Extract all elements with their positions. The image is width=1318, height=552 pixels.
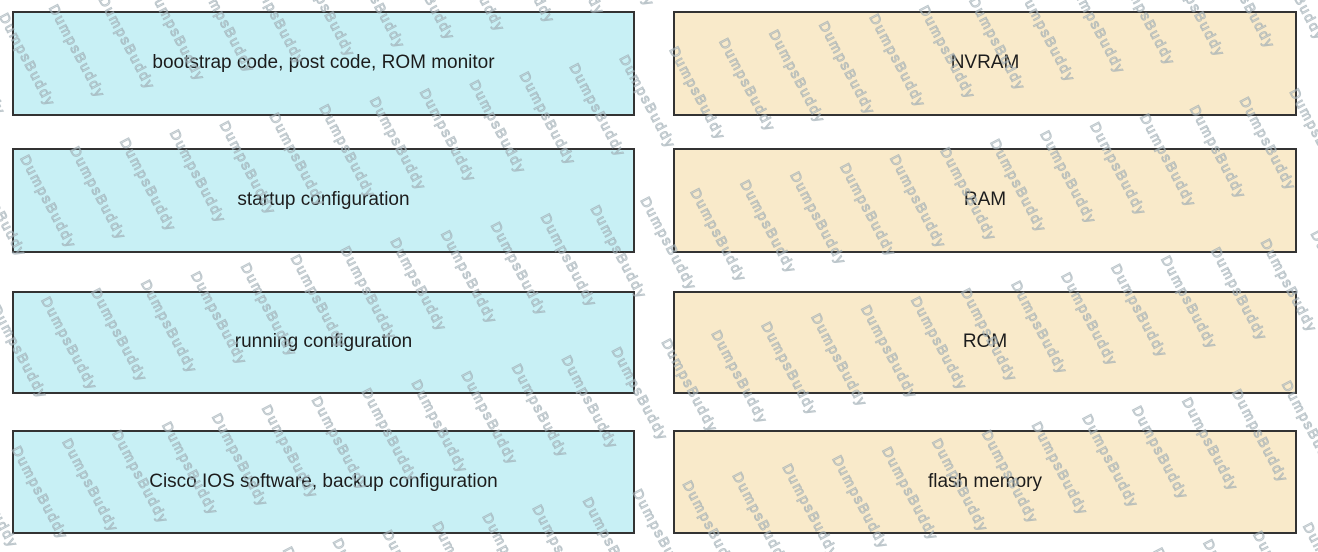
drag-item-bootstrap-rom-monitor[interactable]: bootstrap code, post code, ROM monitor [12, 11, 635, 116]
drop-target-label: flash memory [927, 470, 1043, 492]
drop-target-label: RAM [963, 189, 1007, 211]
drag-item-running-configuration[interactable]: running configuration [12, 291, 635, 394]
drop-target-flash-memory[interactable]: flash memory [673, 430, 1297, 534]
drag-item-cisco-ios-backup-configuration[interactable]: Cisco IOS software, backup configuration [12, 430, 635, 534]
drop-target-nvram[interactable]: NVRAM [673, 11, 1297, 116]
drag-item-label: startup configuration [237, 189, 410, 211]
drop-target-label: NVRAM [950, 52, 1020, 74]
drag-item-label: Cisco IOS software, backup configuration [149, 470, 498, 492]
drag-item-startup-configuration[interactable]: startup configuration [12, 148, 635, 253]
drop-target-ram[interactable]: RAM [673, 148, 1297, 253]
drag-item-label: bootstrap code, post code, ROM monitor [152, 52, 495, 74]
drop-target-label: ROM [962, 331, 1008, 353]
drop-target-rom[interactable]: ROM [673, 291, 1297, 394]
drag-item-label: running configuration [234, 331, 413, 353]
